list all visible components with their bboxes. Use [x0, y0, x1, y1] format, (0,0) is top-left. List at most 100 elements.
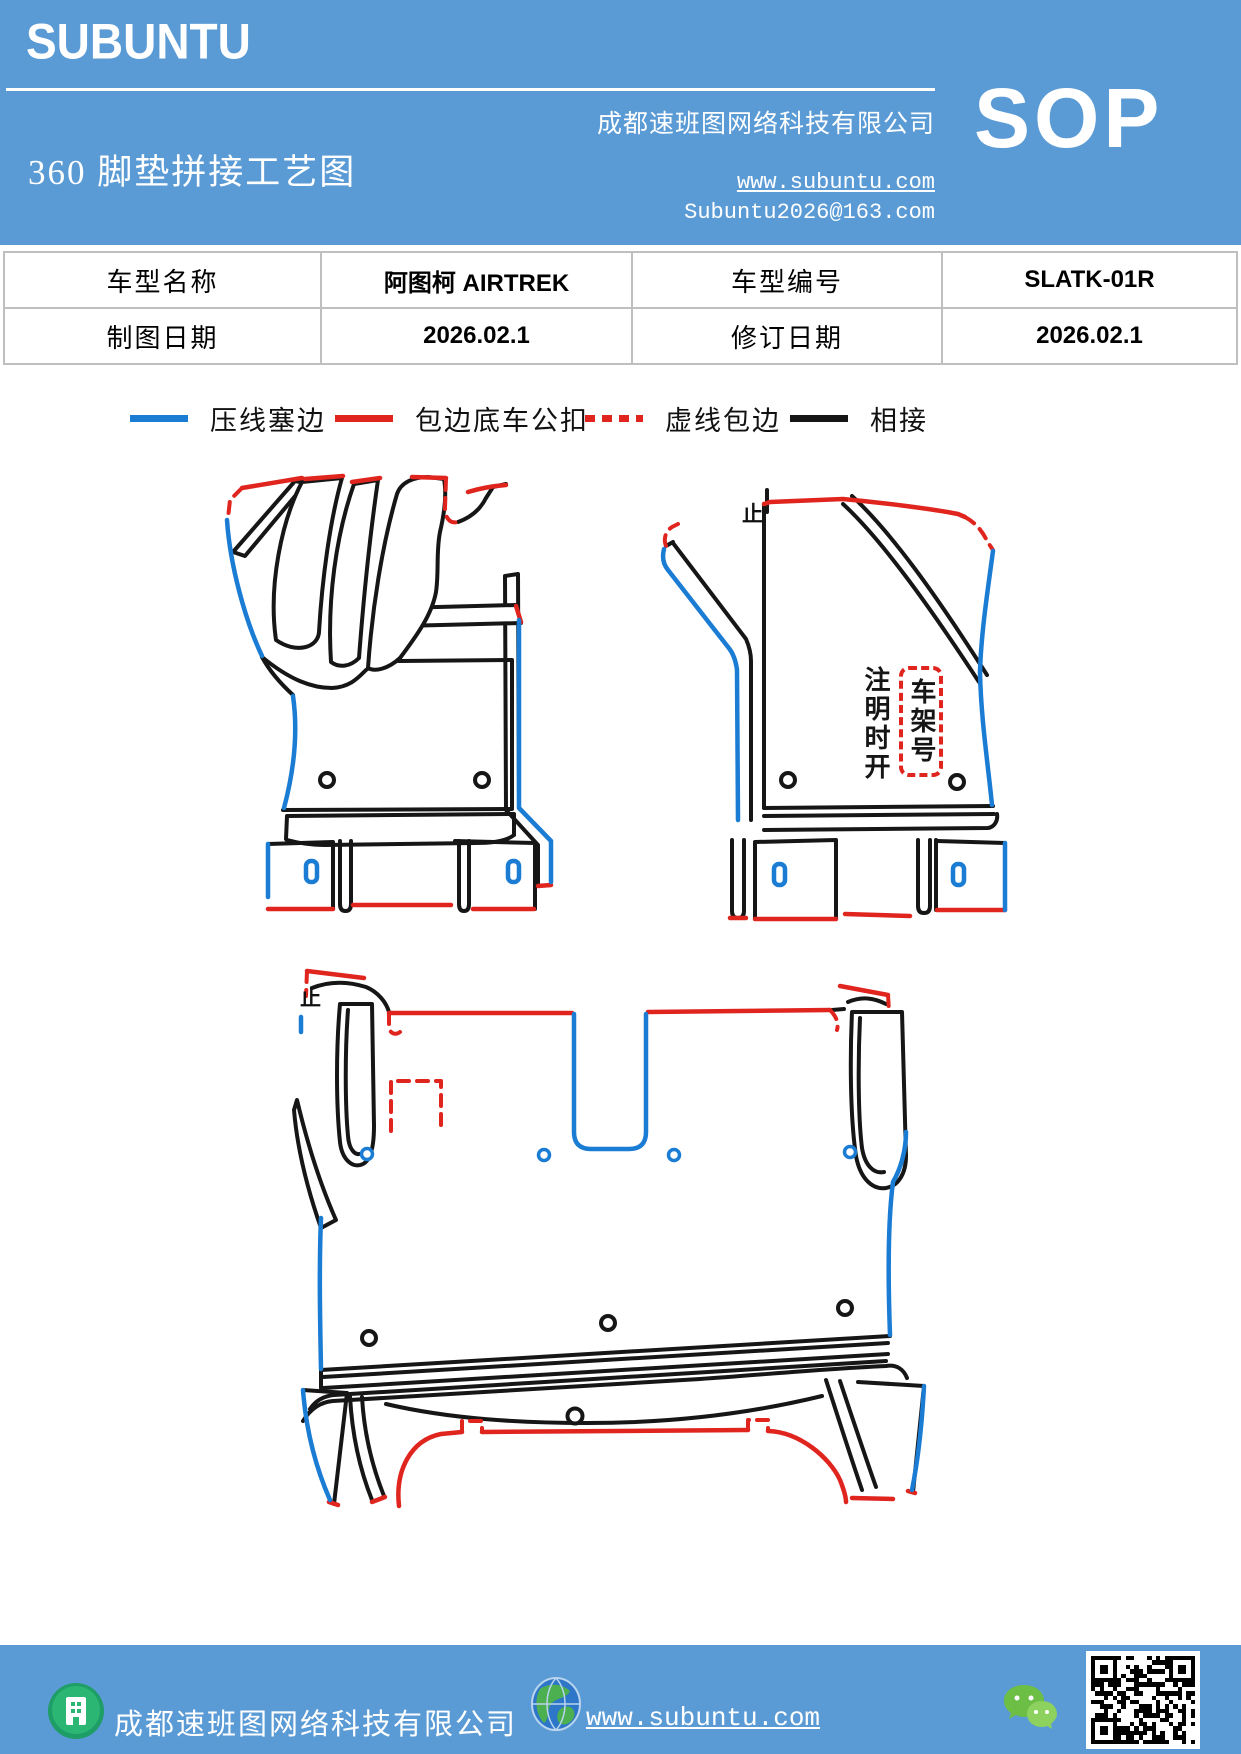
legend-item-dashed-binding: 虚线包边 — [585, 400, 781, 436]
front-right-mat — [660, 488, 1008, 922]
edge-red-bottom — [727, 907, 1008, 922]
edge-blue-upper-left — [224, 517, 265, 659]
draw-date-label: 制图日期 — [3, 307, 322, 365]
footer-website-link[interactable]: www.subuntu.com — [586, 1703, 821, 1733]
blue-eyelet — [359, 1146, 375, 1162]
revise-date-value: 2026.02.1 — [941, 307, 1238, 365]
right-tab-strip — [916, 838, 938, 915]
vin-cut-dashed-rect — [389, 1079, 443, 1133]
mat-diagram-svg — [224, 473, 1008, 1509]
edge-red-top — [761, 496, 968, 520]
model-code-value: SLATK-01R — [941, 251, 1238, 309]
header-banner: SUBUNTU 360 脚垫拼接工艺图 成都速班图网络科技有限公司 SOP ww… — [0, 0, 1241, 245]
blue-line-swatch — [130, 414, 188, 422]
left-corner-triangle — [301, 1388, 349, 1506]
center-notch-blue — [571, 1011, 649, 1152]
vin-note-text: 注明时开 — [861, 666, 890, 782]
model-code-label: 车型编号 — [631, 251, 943, 309]
mat-body-left-corner — [260, 655, 295, 697]
left-tab-outline — [753, 838, 838, 921]
model-name-value: 阿图柯 AIRTREK — [320, 251, 633, 309]
right-leg-strips — [824, 1378, 878, 1492]
vehicle-info-table: 车型名称 阿图柯 AIRTREK 车型编号 SLATK-01R 制图日期 202… — [3, 251, 1238, 365]
draw-date-value: 2026.02.1 — [320, 307, 633, 365]
eyelet-hole — [948, 773, 966, 791]
edge-red-bottom-curve — [396, 1427, 849, 1509]
edge-red-left-cap — [304, 968, 367, 981]
building-icon — [48, 1683, 104, 1739]
right-tab-outline — [453, 839, 537, 911]
edge-red-dashed-notch-right — [746, 1418, 770, 1433]
edge-red-top — [239, 473, 509, 495]
table-row: 车型名称 阿图柯 AIRTREK 车型编号 SLATK-01R — [3, 251, 1238, 309]
anchor-slot — [771, 861, 788, 888]
mat-body-bottom — [762, 804, 995, 810]
diagonal-seam-lines — [841, 494, 989, 684]
qr-pattern — [1091, 1656, 1195, 1744]
anchor-slot — [303, 858, 320, 885]
red-dashed-swatch — [585, 414, 643, 422]
bottom-band-2 — [301, 1359, 909, 1423]
blue-eyelet — [536, 1147, 552, 1163]
edge-red-leg-tips — [326, 1488, 918, 1508]
right-tab-strip — [457, 839, 471, 913]
table-row: 制图日期 2026.02.1 修订日期 2026.02.1 — [3, 307, 1238, 365]
header-divider-line — [6, 88, 935, 91]
mat-diagram-area: 止 止 注明时开 车架号 — [0, 420, 1241, 1545]
eyelet-hole — [779, 771, 797, 789]
left-trim-inner — [343, 1008, 364, 1156]
ridge-blade-4 — [366, 475, 448, 672]
edge-blue-right-corner — [909, 1383, 927, 1493]
right-tab-outline — [935, 839, 1007, 845]
bottom-band-outline — [284, 812, 516, 847]
legend-item-press-edge: 压线塞边 — [130, 400, 326, 436]
line-type-legend: 压线塞边 包边底车公扣 虚线包边 相接 — [0, 400, 1241, 436]
header-company-name: 成都速班图网络科技有限公司 — [596, 111, 935, 138]
edge-red-dashed-left-cap — [304, 969, 309, 998]
edge-blue-lower-left — [281, 693, 298, 811]
left-cap-curve — [310, 980, 391, 1014]
left-trim-hook — [335, 1002, 376, 1168]
right-trim-hook — [848, 1010, 908, 1191]
edge-red-dashed-strip-cap — [662, 522, 680, 548]
edge-blue-left-corner — [300, 1387, 333, 1503]
eyelet-hole — [318, 771, 336, 789]
eyelet-hole — [473, 771, 491, 789]
rear-mat — [292, 968, 927, 1509]
body-bottom-edge — [319, 1334, 892, 1372]
model-name-label: 车型名称 — [3, 251, 322, 309]
left-tab-strip — [730, 838, 746, 920]
front-left-mat — [224, 473, 554, 913]
edge-red-right-cap — [837, 983, 891, 998]
left-tab-outline — [266, 840, 335, 911]
left-point-tab — [292, 1098, 338, 1230]
blue-eyelet — [842, 1144, 858, 1160]
mat-body-left-edge — [762, 488, 769, 810]
edge-red-dashed-corner — [963, 515, 995, 552]
revise-date-label: 修订日期 — [631, 307, 943, 365]
edge-red-top — [386, 1007, 833, 1016]
eyelet-hole — [360, 1329, 378, 1347]
eyelet-hole — [599, 1314, 617, 1332]
red-line-swatch — [335, 414, 393, 422]
edge-blue-heel-strip — [516, 617, 554, 885]
edge-blue-right — [886, 1129, 909, 1338]
footer-company-name: 成都速班图网络科技有限公司 — [114, 1709, 518, 1741]
bottom-band-1 — [319, 1341, 890, 1390]
stop-mark-front: 止 — [742, 502, 763, 526]
header-website-link[interactable]: www.subuntu.com — [736, 170, 935, 195]
top-right-contour — [456, 482, 508, 524]
anchor-slot — [505, 858, 522, 885]
edge-red-bottom — [265, 882, 554, 912]
eyelet-hole — [565, 1406, 585, 1426]
mat-body-outline — [260, 655, 514, 812]
center-arch — [384, 1394, 824, 1425]
eyelet-hole — [836, 1299, 854, 1317]
header-email: Subuntu2026@163.com — [684, 200, 935, 225]
ridge-blade-2 — [271, 476, 344, 650]
ridge-blade-3 — [328, 478, 380, 668]
edge-red-dashed-right-cap — [828, 993, 891, 1032]
edge-red-dashed-notch-left — [460, 1419, 484, 1434]
left-tab-strip — [338, 839, 353, 913]
